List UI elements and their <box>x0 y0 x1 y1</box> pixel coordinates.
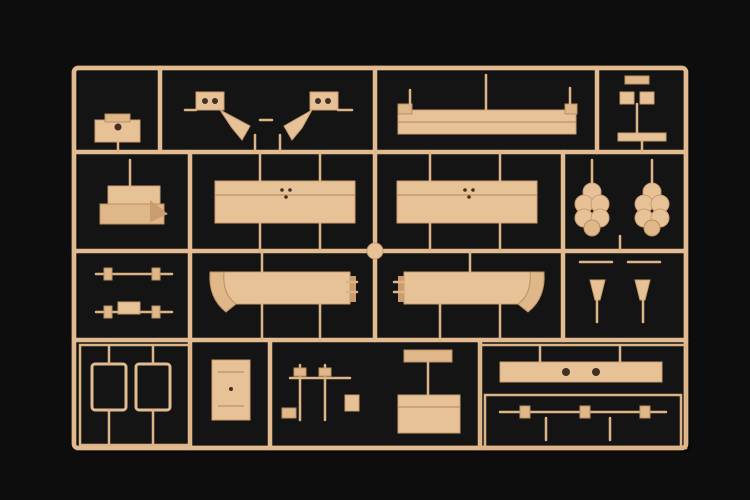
part-axle-rods <box>94 267 174 319</box>
part-tie-rod <box>498 405 668 442</box>
part-wheel-clusters <box>574 158 670 253</box>
part-box-plate <box>211 359 251 421</box>
part-window-frames <box>90 343 172 447</box>
part-fender-right <box>392 249 545 342</box>
part-seat-block <box>99 158 168 225</box>
part-bumper-bar <box>499 343 663 383</box>
part-fender-left <box>209 249 359 342</box>
part-battery-box <box>397 349 461 434</box>
sprue-frame <box>71 65 691 453</box>
part-top-v-arms <box>183 91 354 154</box>
part-top-long-plate <box>397 73 578 135</box>
part-top-right-clips <box>617 75 667 154</box>
part-side-panel-left <box>214 150 356 253</box>
part-tow-hitches <box>578 260 662 324</box>
part-side-panel-right <box>396 150 538 253</box>
part-top-left-bracket <box>94 113 141 154</box>
part-small-fittings <box>281 363 360 422</box>
